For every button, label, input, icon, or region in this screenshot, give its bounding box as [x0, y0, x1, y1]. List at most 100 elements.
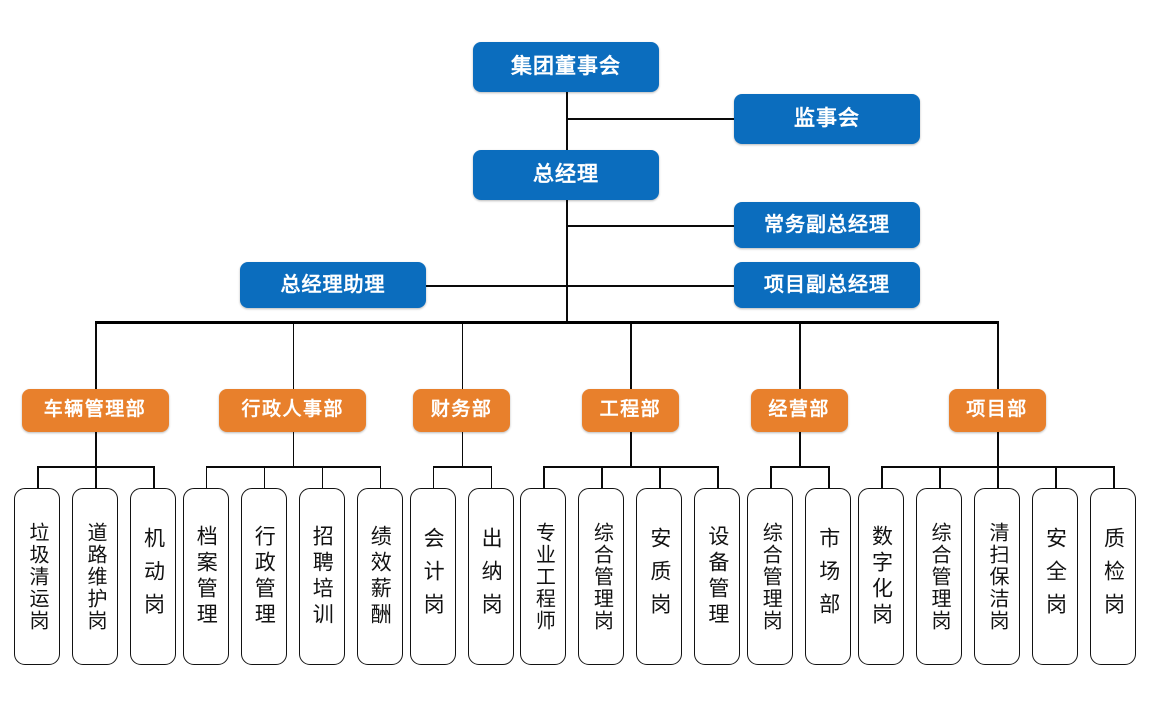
node-position[interactable]: 出纳岗 [467, 488, 514, 665]
node-position[interactable]: 安全岗 [1032, 488, 1078, 665]
node-position[interactable]: 综合管理岗 [916, 488, 962, 665]
node-position[interactable]: 清扫保洁岗 [974, 488, 1020, 665]
node-label: 经营部 [768, 399, 830, 421]
node-supervisory-board[interactable]: 监事会 [734, 94, 920, 144]
node-label: 设备管理 [705, 524, 729, 629]
connector-bus-to-department [997, 321, 999, 389]
node-label: 车辆管理部 [43, 399, 147, 421]
node-label: 机动岗 [141, 527, 165, 626]
connector-department-to-positions [997, 432, 999, 466]
connector-position-bus [543, 466, 718, 468]
connector-bus-to-department [95, 321, 97, 389]
node-project-deputy-gm[interactable]: 项目副总经理 [734, 262, 920, 308]
connector-to-position [321, 466, 324, 488]
node-label: 市场部 [816, 527, 840, 626]
connector-to-position [263, 466, 266, 488]
node-label: 垃圾清运岗 [26, 521, 48, 632]
node-position[interactable]: 行政管理 [240, 488, 287, 665]
node-position[interactable]: 垃圾清运岗 [14, 488, 60, 665]
node-label: 档案管理 [194, 524, 218, 629]
connector-to-position [1113, 466, 1115, 488]
department-bus [95, 321, 997, 324]
connector-department-to-positions [799, 432, 801, 466]
connector-to-position [1055, 466, 1057, 488]
connector-to-position [659, 466, 661, 488]
node-label: 道路维护岗 [84, 521, 106, 632]
node-position[interactable]: 档案管理 [182, 488, 229, 665]
connector-gm-spine [566, 200, 568, 321]
connector-position-bus [432, 466, 491, 468]
connector-to-position [153, 466, 155, 488]
node-board-of-directors[interactable]: 集团董事会 [473, 42, 659, 92]
node-department[interactable]: 经营部 [750, 389, 848, 432]
node-label: 安质岗 [647, 527, 671, 626]
connector-bus-to-department [461, 321, 464, 389]
node-department[interactable]: 项目部 [948, 389, 1046, 432]
node-label: 安全岗 [1043, 527, 1067, 626]
node-gm-assistant[interactable]: 总经理助理 [240, 262, 426, 308]
node-label: 监事会 [794, 107, 860, 131]
connector-to-position [717, 466, 719, 488]
node-position[interactable]: 绩效薪酬 [356, 488, 403, 665]
node-position[interactable]: 质检岗 [1090, 488, 1136, 665]
node-department[interactable]: 车辆管理部 [21, 389, 169, 432]
connector-bus-to-department [799, 321, 801, 389]
node-position[interactable]: 安质岗 [636, 488, 683, 665]
connector-to-position [432, 466, 435, 488]
connector-to-position [997, 466, 999, 488]
node-position[interactable]: 专业工程师 [520, 488, 567, 665]
connector-department-to-positions [95, 432, 97, 466]
node-label: 集团董事会 [511, 55, 621, 79]
node-label: 绩效薪酬 [368, 524, 392, 629]
node-label: 清扫保洁岗 [986, 521, 1008, 632]
connector-bus-to-department [630, 321, 632, 389]
connector-to-position [939, 466, 941, 488]
connector-board-to-gm [566, 92, 568, 150]
node-position[interactable]: 道路维护岗 [72, 488, 118, 665]
node-department[interactable]: 工程部 [581, 389, 679, 432]
node-label: 综合管理岗 [928, 521, 950, 632]
node-label: 行政人事部 [241, 399, 345, 421]
connector-to-gm-assistant [426, 285, 566, 287]
connector-to-position [205, 466, 208, 488]
connector-to-position [95, 466, 97, 488]
connector-to-position [601, 466, 603, 488]
node-position[interactable]: 综合管理岗 [747, 488, 794, 665]
connector-to-position [490, 466, 493, 488]
node-label: 工程部 [599, 399, 662, 421]
node-position[interactable]: 设备管理 [694, 488, 741, 665]
node-label: 项目副总经理 [764, 274, 890, 296]
node-label: 财务部 [430, 399, 493, 421]
connector-bus-to-department [292, 321, 295, 389]
connector-to-position [37, 466, 39, 488]
node-position[interactable]: 招聘培训 [298, 488, 345, 665]
node-label: 出纳岗 [479, 527, 503, 626]
connector-to-supervisory-board [566, 118, 734, 120]
node-position[interactable]: 机动岗 [130, 488, 176, 665]
connector-to-position [379, 466, 382, 488]
connector-to-position [543, 466, 545, 488]
connector-to-position [828, 466, 830, 488]
connector-department-to-positions [461, 432, 464, 466]
node-executive-deputy-gm[interactable]: 常务副总经理 [734, 202, 920, 248]
node-label: 总经理助理 [280, 274, 386, 296]
node-label: 项目部 [966, 399, 1028, 421]
connector-department-to-positions [630, 432, 632, 466]
node-position[interactable]: 市场部 [805, 488, 852, 665]
node-department[interactable]: 行政人事部 [219, 389, 367, 432]
node-position[interactable]: 数字化岗 [858, 488, 904, 665]
connector-department-to-positions [292, 432, 295, 466]
node-position[interactable]: 综合管理岗 [578, 488, 625, 665]
connector-position-bus [770, 466, 829, 468]
node-general-manager[interactable]: 总经理 [473, 150, 659, 200]
node-department[interactable]: 财务部 [413, 389, 511, 432]
connector-to-position [881, 466, 883, 488]
node-label: 专业工程师 [532, 521, 555, 632]
node-label: 质检岗 [1101, 527, 1125, 626]
node-label: 综合管理岗 [590, 521, 613, 632]
connector-to-project-deputy [566, 285, 734, 287]
node-label: 综合管理岗 [759, 521, 782, 632]
connector-to-executive-deputy [566, 225, 734, 227]
node-position[interactable]: 会计岗 [409, 488, 456, 665]
